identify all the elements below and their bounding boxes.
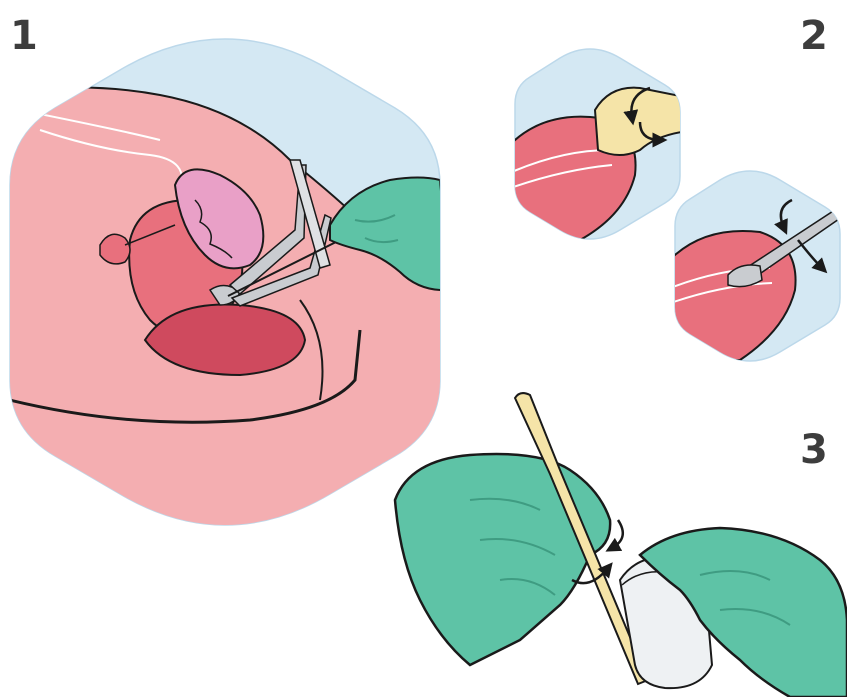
- rotation-arrow-icon-3-top: [612, 520, 623, 548]
- ovary: [100, 234, 130, 264]
- gloved-hand-left: [395, 454, 610, 665]
- panel-2-sampling: [505, 49, 847, 361]
- panel-1-speculum-insertion: [0, 39, 450, 560]
- spatula-head: [595, 88, 700, 155]
- panel-3-vial-rinse: [395, 393, 847, 697]
